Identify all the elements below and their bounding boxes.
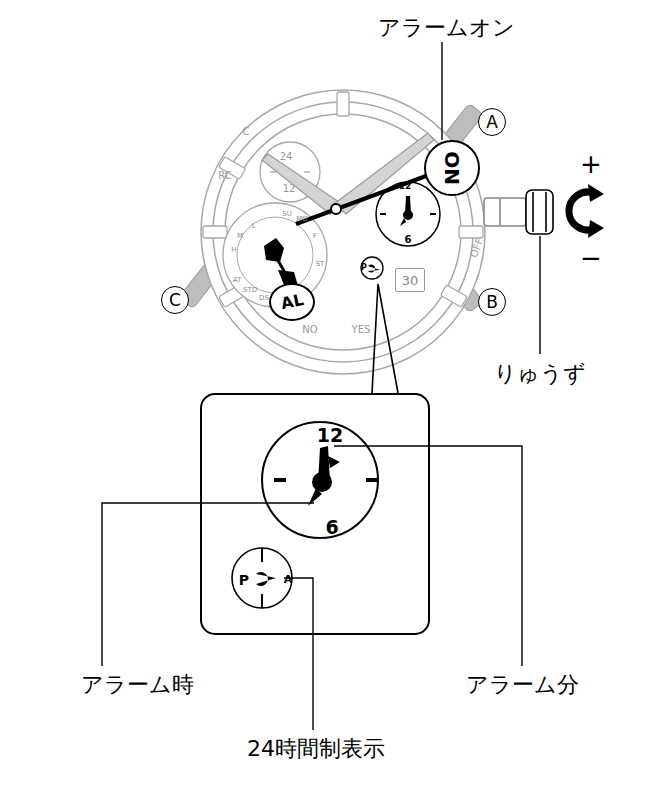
dial-marking: C bbox=[243, 127, 250, 137]
crown bbox=[484, 190, 553, 234]
zoom-alarm-dial bbox=[262, 422, 378, 538]
dial-marking: 24 bbox=[280, 152, 293, 162]
dial-numeral: 12 bbox=[317, 426, 343, 445]
dial-marking: RC bbox=[218, 171, 231, 181]
dial-numeral: P bbox=[239, 573, 249, 587]
part-label: アラーム時 bbox=[81, 674, 194, 696]
dial-numeral: 6 bbox=[325, 518, 338, 537]
dial-marking: AT bbox=[233, 277, 242, 284]
dial-marking: SU bbox=[282, 211, 292, 218]
dial-marking: MO bbox=[296, 216, 308, 223]
zoom-panel: 12 6P A bbox=[200, 393, 430, 635]
leader-lines bbox=[102, 42, 540, 730]
zoom-24h-indicator bbox=[232, 548, 292, 608]
dial-marking: 6 bbox=[405, 235, 412, 245]
part-label: アラーム分 bbox=[466, 674, 579, 696]
part-label: − bbox=[580, 245, 602, 271]
callout-letter: AL bbox=[279, 292, 304, 312]
hour-markers bbox=[203, 92, 483, 307]
dial-marking: 12 bbox=[283, 184, 296, 194]
dial-marking: M bbox=[237, 233, 243, 240]
dial-marking: ST bbox=[316, 261, 325, 268]
callout-circle: A bbox=[478, 108, 506, 136]
dial-marking: 12 bbox=[399, 182, 412, 191]
callout-circle: AL bbox=[269, 283, 315, 321]
part-label: 24時間制表示 bbox=[247, 738, 385, 760]
dial-numeral: A bbox=[284, 574, 293, 585]
callout-circle: C bbox=[161, 286, 189, 314]
dial-marking: DS bbox=[259, 295, 269, 302]
callout-letter: 30 bbox=[402, 274, 419, 287]
dial-marking: P bbox=[361, 264, 367, 272]
callout-circle: ON bbox=[424, 140, 480, 196]
rotation-arrow bbox=[569, 184, 604, 238]
dial-marking: NO bbox=[302, 325, 317, 335]
callout-letter: B bbox=[486, 294, 498, 311]
callout-letter: A bbox=[486, 114, 498, 131]
callout-pointer bbox=[372, 284, 398, 393]
second-hand bbox=[296, 176, 426, 224]
part-label: りゅうず bbox=[494, 363, 586, 385]
callout-letter: ON bbox=[442, 151, 462, 185]
callout-circle: B bbox=[478, 288, 506, 316]
callout-letter: C bbox=[169, 292, 181, 309]
ampm-indicator bbox=[361, 257, 383, 279]
main-hands bbox=[262, 133, 434, 214]
part-label: アラームオン bbox=[378, 17, 515, 39]
date-window: 30 bbox=[395, 268, 425, 292]
dial-marking: STD bbox=[243, 287, 257, 294]
dial-marking: H bbox=[231, 247, 236, 254]
part-label: + bbox=[580, 151, 602, 177]
dial-marking: YES bbox=[352, 325, 371, 335]
dial-marking: L bbox=[252, 223, 256, 230]
dial-marking: F bbox=[313, 233, 317, 240]
